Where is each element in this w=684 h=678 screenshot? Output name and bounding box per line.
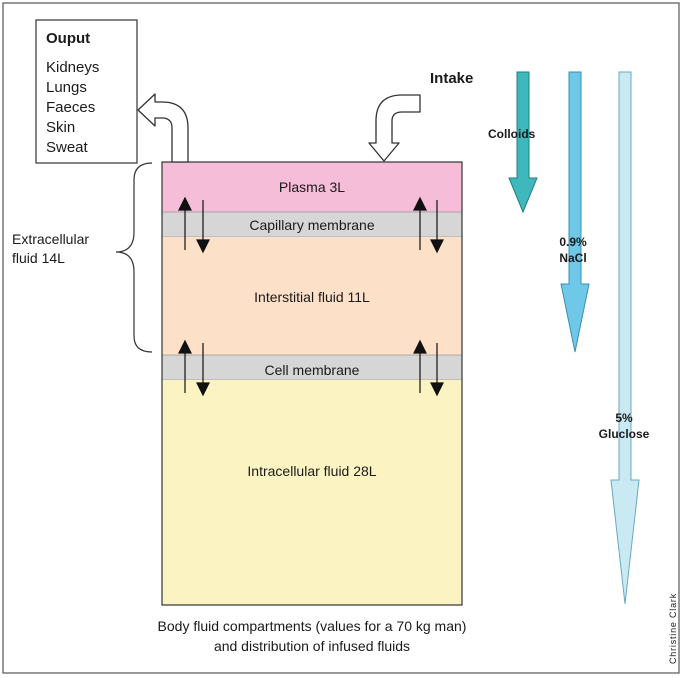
output-item: Skin bbox=[46, 119, 75, 136]
intracellular-label: Intracellular fluid 28L bbox=[247, 463, 376, 479]
colloids-arrow bbox=[508, 71, 538, 214]
colloids-label: Colloids bbox=[488, 127, 536, 141]
compartment-outline bbox=[161, 161, 463, 606]
exchange-arrows-capillary bbox=[178, 196, 444, 254]
output-item: Lungs bbox=[46, 79, 87, 96]
cell-membrane-label: Cell membrane bbox=[265, 362, 360, 378]
credit-label: Christine Clark bbox=[668, 593, 678, 664]
interstitial-label: Interstitial fluid 11L bbox=[254, 289, 370, 305]
glucose-label-line-2: Gluclose bbox=[599, 427, 650, 441]
intracellular-compartment bbox=[162, 380, 462, 605]
extracellular-brace bbox=[115, 162, 153, 353]
output-item: Kidneys bbox=[46, 59, 99, 76]
nacl-label-line-2: NaCl bbox=[559, 251, 586, 265]
nacl-arrow bbox=[560, 71, 590, 353]
capillary-membrane bbox=[161, 211, 463, 238]
output-box bbox=[35, 19, 138, 164]
intake-label: Intake bbox=[430, 70, 473, 87]
glucose-label-line-1: 5% bbox=[615, 411, 633, 425]
extracellular-label-line-2: fluid 14L bbox=[12, 250, 65, 266]
nacl-label-line-1: 0.9% bbox=[559, 235, 587, 249]
intake-arrow bbox=[368, 94, 421, 162]
interstitial-compartment bbox=[162, 237, 462, 355]
output-item: Sweat bbox=[46, 139, 89, 156]
plasma-compartment bbox=[162, 162, 462, 212]
output-title: Ouput bbox=[46, 30, 90, 47]
caption-line-1: Body fluid compartments (values for a 70… bbox=[158, 618, 467, 634]
extracellular-label-line-1: Extracellular bbox=[12, 231, 89, 247]
plasma-label: Plasma 3L bbox=[279, 179, 345, 195]
output-arrow bbox=[137, 93, 189, 163]
caption-line-2: and distribution of infused fluids bbox=[214, 638, 410, 654]
exchange-arrows-cell bbox=[178, 339, 444, 397]
glucose-arrow bbox=[610, 71, 640, 605]
output-item: Faeces bbox=[46, 99, 95, 116]
capillary-membrane-label: Capillary membrane bbox=[249, 217, 374, 233]
